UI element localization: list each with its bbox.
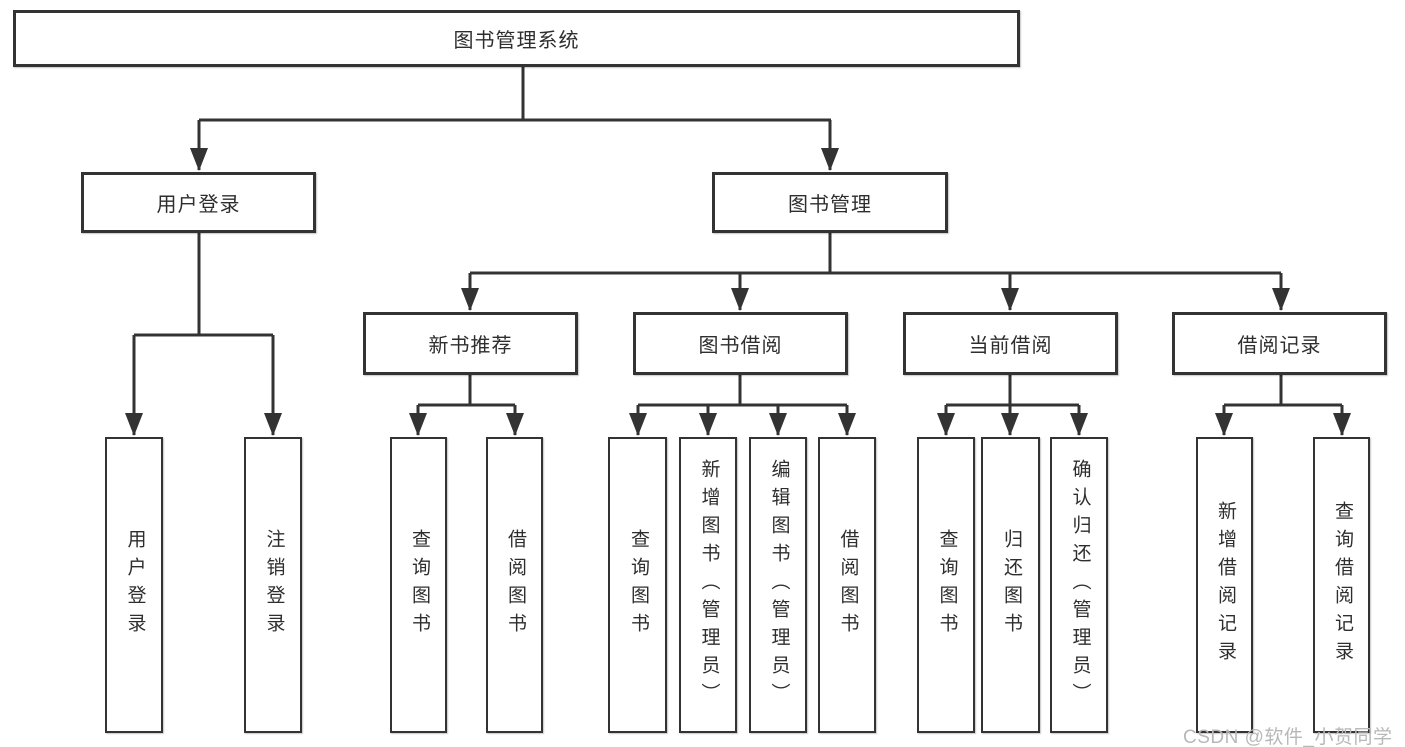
node-book-borrowing-label: 图书借阅 (698, 335, 783, 357)
node-root: 图书管理系统 (13, 10, 1020, 67)
leaf-logout-login: 注销登录 (244, 437, 302, 733)
leaf-user-login-label: 用户登录 (124, 529, 146, 641)
leaf-nb-borrow-books: 借阅图书 (486, 437, 543, 733)
leaf-cb-query-books-label: 查询图书 (936, 529, 958, 641)
node-current-borrowing-label: 当前借阅 (968, 335, 1053, 357)
node-current-borrowing: 当前借阅 (903, 312, 1118, 375)
leaf-bb-query-books-label: 查询图书 (627, 529, 649, 641)
node-book-management: 图书管理 (712, 172, 948, 233)
leaf-nb-query-books: 查询图书 (390, 437, 447, 733)
leaf-cb-return-books-label: 归还图书 (1000, 529, 1022, 641)
leaf-cb-confirm-return-admin-label: 确认归还（管理员） (1069, 459, 1091, 711)
node-new-book-recommend-label: 新书推荐 (428, 335, 513, 357)
node-borrowing-records-label: 借阅记录 (1237, 335, 1322, 357)
leaf-br-query-record-label: 查询借阅记录 (1331, 501, 1353, 669)
leaf-nb-borrow-books-label: 借阅图书 (504, 529, 526, 641)
csdn-watermark: CSDN @软件_小贺同学 (1183, 727, 1393, 747)
leaf-br-add-record-label: 新增借阅记录 (1214, 501, 1236, 669)
node-user-login: 用户登录 (81, 172, 316, 233)
leaf-br-add-record: 新增借阅记录 (1196, 437, 1253, 733)
leaf-br-query-record: 查询借阅记录 (1313, 437, 1370, 733)
leaf-bb-add-books-admin-label: 新增图书（管理员） (698, 459, 720, 711)
leaf-bb-borrow-books-label: 借阅图书 (837, 529, 859, 641)
leaf-bb-borrow-books: 借阅图书 (818, 437, 876, 733)
leaf-bb-edit-books-admin-label: 编辑图书（管理员） (768, 459, 790, 711)
node-borrowing-records: 借阅记录 (1172, 312, 1387, 375)
leaf-bb-edit-books-admin: 编辑图书（管理员） (749, 437, 807, 733)
leaf-bb-add-books-admin: 新增图书（管理员） (679, 437, 737, 733)
leaf-cb-confirm-return-admin: 确认归还（管理员） (1050, 437, 1108, 733)
leaf-cb-return-books: 归还图书 (981, 437, 1040, 733)
leaf-logout-login-label: 注销登录 (263, 529, 285, 641)
node-root-label: 图书管理系统 (453, 30, 580, 52)
leaf-cb-query-books: 查询图书 (917, 437, 975, 733)
leaf-user-login: 用户登录 (105, 437, 163, 733)
node-book-management-label: 图书管理 (788, 194, 872, 216)
node-user-login-label: 用户登录 (156, 194, 241, 216)
node-new-book-recommend: 新书推荐 (363, 312, 578, 375)
leaf-nb-query-books-label: 查询图书 (408, 529, 430, 641)
leaf-bb-query-books: 查询图书 (608, 437, 667, 733)
node-book-borrowing: 图书借阅 (633, 312, 848, 375)
